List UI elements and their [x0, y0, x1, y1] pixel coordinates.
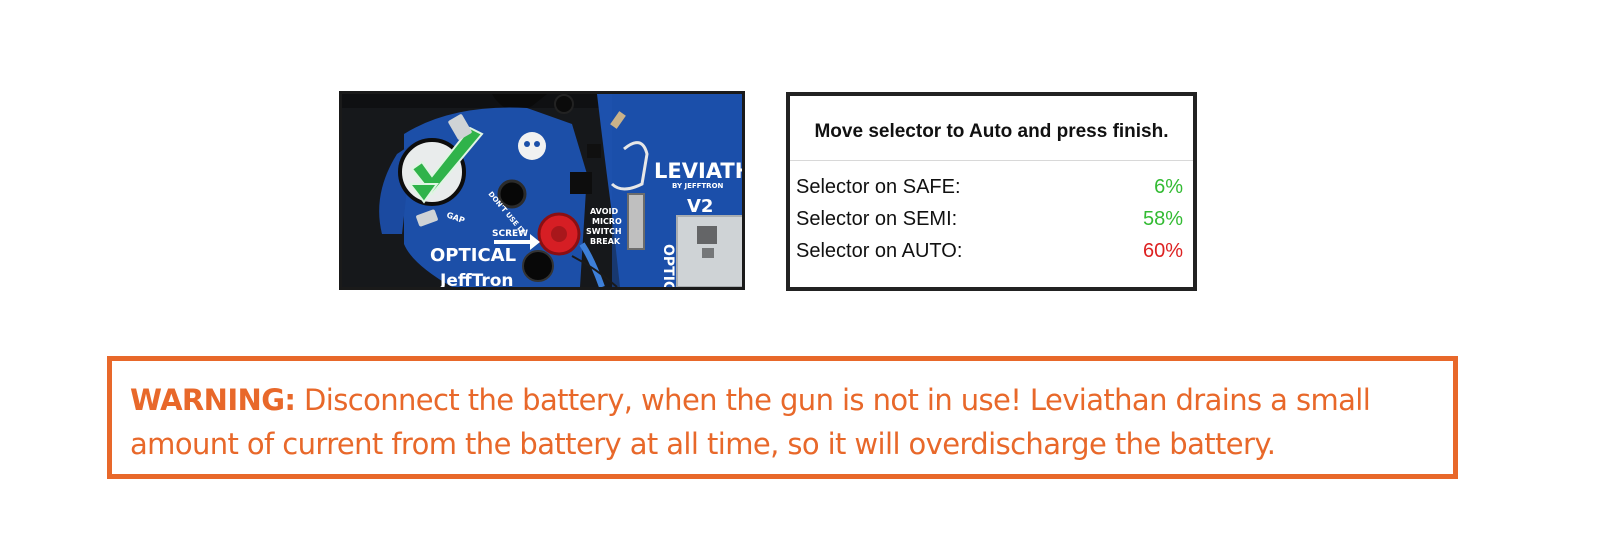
screw-label: SCREW: [492, 229, 528, 239]
selector-calibration-panel: Move selector to Auto and press finish. …: [786, 92, 1197, 291]
optical-label: OPTICAL: [430, 245, 516, 266]
selector-readings: Selector on SAFE: 6% Selector on SEMI: 5…: [790, 161, 1193, 267]
avoid-label-1: AVOID: [590, 207, 618, 216]
reading-row-semi: Selector on SEMI: 58%: [796, 203, 1183, 235]
warning-label: WARNING:: [130, 383, 296, 417]
reading-row-safe: Selector on SAFE: 6%: [796, 171, 1183, 203]
brand-sub-label: BY JEFFTRON: [672, 182, 724, 190]
version-label: V2: [687, 196, 713, 217]
pcb-photo: LEVIATHAN BY JEFFTRON V2 OPTICAL OPTIC S…: [339, 91, 745, 290]
reading-label-safe: Selector on SAFE:: [796, 175, 961, 198]
panel-title: Move selector to Auto and press finish.: [790, 96, 1193, 161]
warning-text-1: Disconnect the battery, when the gun is …: [304, 383, 1371, 417]
warning-text-2: amount of current from the battery at al…: [130, 427, 1276, 461]
reading-value-safe: 6%: [1154, 175, 1183, 198]
warning-banner: WARNING: Disconnect the battery, when th…: [107, 356, 1458, 479]
blue-wire: [579, 242, 605, 287]
pcb-illustration: LEVIATHAN BY JEFFTRON V2 OPTICAL OPTIC S…: [342, 94, 742, 287]
optic-side-label: OPTIC: [660, 244, 676, 287]
micro-switch: [627, 193, 645, 250]
avoid-label-4: BREAK: [590, 237, 621, 246]
skull-logo-icon: [518, 132, 546, 160]
warning-line-1: WARNING: Disconnect the battery, when th…: [130, 378, 1443, 422]
maker-label: JeffTron: [439, 271, 514, 287]
reading-value-semi: 58%: [1142, 207, 1183, 230]
reading-label-auto: Selector on AUTO:: [796, 239, 963, 262]
reading-label-semi: Selector on SEMI:: [796, 207, 958, 230]
check-mark-icon: [410, 126, 484, 196]
sensor-hole: [497, 179, 527, 209]
arrow-icon: [494, 234, 540, 250]
brand-name-label: LEVIATHAN: [654, 159, 742, 183]
reading-value-auto: 60%: [1142, 239, 1183, 262]
avoid-label-2: MICRO: [592, 217, 622, 226]
reading-row-auto: Selector on AUTO: 60%: [796, 235, 1183, 267]
avoid-label-3: SWITCH: [586, 227, 622, 236]
